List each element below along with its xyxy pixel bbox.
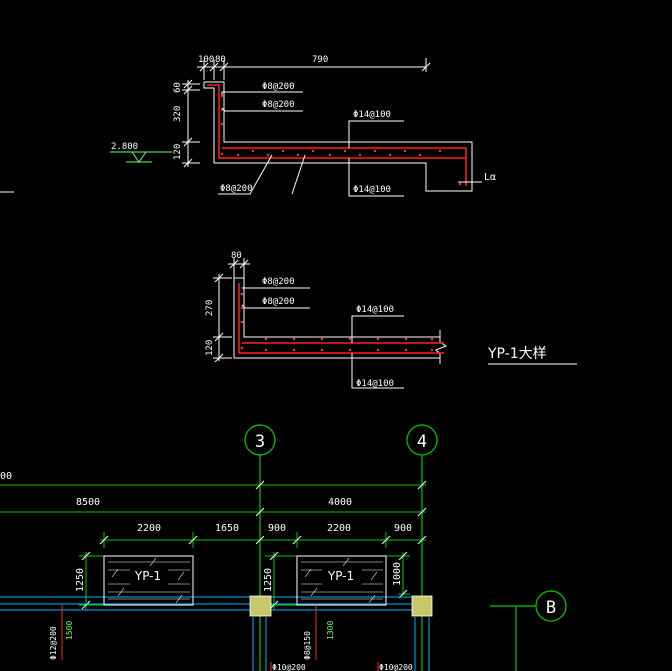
detail2-dim-80: 80 — [231, 251, 242, 261]
plan-dim-4000: 4000 — [328, 497, 352, 508]
plan-dim-8500: 8500 — [76, 497, 100, 508]
detail2-label-slab-bottom: Φ14@100 — [356, 379, 394, 389]
detail2-dim-270: 270 — [205, 300, 215, 316]
plan-beam-label-phi8: Φ8@150 — [303, 631, 312, 660]
detail1-top-dimensions — [197, 58, 431, 80]
detail2-leaders — [241, 287, 577, 389]
detail1-label-slab-bottom: Φ14@100 — [353, 185, 391, 195]
detail1-label-bottom-dist: Φ8@200 — [220, 184, 253, 194]
plan-bottom-label-a: Φ10@200 — [272, 663, 306, 671]
detail2-rebar-dots — [240, 292, 434, 352]
detail1-rebar-dots — [220, 94, 462, 186]
plan-beam-label-phi12: Φ12@200 — [49, 626, 58, 660]
detail1-rebar — [207, 84, 467, 186]
detail1-label-anchor: Lα — [484, 172, 496, 183]
plan-beams — [0, 596, 430, 671]
detail2-break-line — [435, 330, 448, 364]
detail-1: 100 80 790 60 320 120 — [0, 55, 496, 197]
plan-dim-900-b: 900 — [394, 523, 412, 534]
plan-columns — [249, 595, 433, 617]
plan-side-dim-1250-a: 1250 — [75, 568, 86, 592]
detail2-label-top-bar-a: Φ8@200 — [262, 277, 295, 287]
plan-rebar-callouts — [61, 605, 379, 671]
canopy-panel-1-label: YP-1 — [134, 569, 161, 583]
axis-B-label: B — [546, 598, 556, 618]
detail2-rebar — [238, 283, 444, 354]
axis-4-label: 4 — [417, 432, 427, 452]
plan-dim-900-a: 900 — [268, 523, 286, 534]
canopy-panel-2 — [296, 555, 387, 606]
plan-dim-2200-a: 2200 — [137, 523, 161, 534]
plan-dim-1650: 1650 — [215, 523, 239, 534]
plan-bottom-label-b: Φ10@200 — [379, 663, 413, 671]
detail1-dim-100: 100 — [198, 55, 214, 65]
elevation-marker — [110, 151, 172, 163]
detail2-label-top-bar-b: Φ8@200 — [262, 297, 295, 307]
detail1-left-dimensions — [182, 79, 200, 168]
detail1-label-top-bar-b: Φ8@200 — [262, 100, 295, 110]
plan-side-dim-1250-b: 1250 — [263, 568, 274, 592]
detail2-dim-120: 120 — [205, 340, 215, 356]
plan-dim-2200-b: 2200 — [327, 523, 351, 534]
canopy-panel-2-label: YP-1 — [327, 569, 354, 583]
detail1-leaders — [0, 91, 482, 197]
detail-2: 80 270 120 — [205, 251, 577, 389]
detail2-title: YP-1大样 — [487, 346, 547, 362]
axis-3-label: 3 — [255, 432, 265, 452]
detail1-dim-80: 80 — [215, 55, 226, 65]
plan-beam-label-1500: 1500 — [65, 621, 74, 640]
detail2-label-slab-top: Φ14@100 — [356, 305, 394, 315]
detail2-top-dimensions — [228, 258, 250, 278]
detail1-dim-120: 120 — [173, 144, 183, 160]
plan-view: 3 4 B — [0, 424, 567, 671]
elevation-value: 2.800 — [111, 142, 138, 152]
detail1-dim-60: 60 — [173, 82, 183, 93]
canopy-panel-1 — [103, 555, 194, 606]
detail1-dim-790: 790 — [312, 55, 328, 65]
detail1-label-top-bar-a: Φ8@200 — [262, 82, 295, 92]
plan-dim-total-left: 00 — [0, 471, 12, 482]
detail1-dim-320: 320 — [173, 106, 183, 122]
plan-beam-label-1300: 1300 — [326, 621, 335, 640]
detail2-left-dimensions — [213, 273, 232, 363]
detail1-concrete-outline — [203, 81, 473, 192]
detail1-label-slab-top: Φ14@100 — [353, 110, 391, 120]
plan-side-dim-1000: 1000 — [392, 562, 403, 586]
